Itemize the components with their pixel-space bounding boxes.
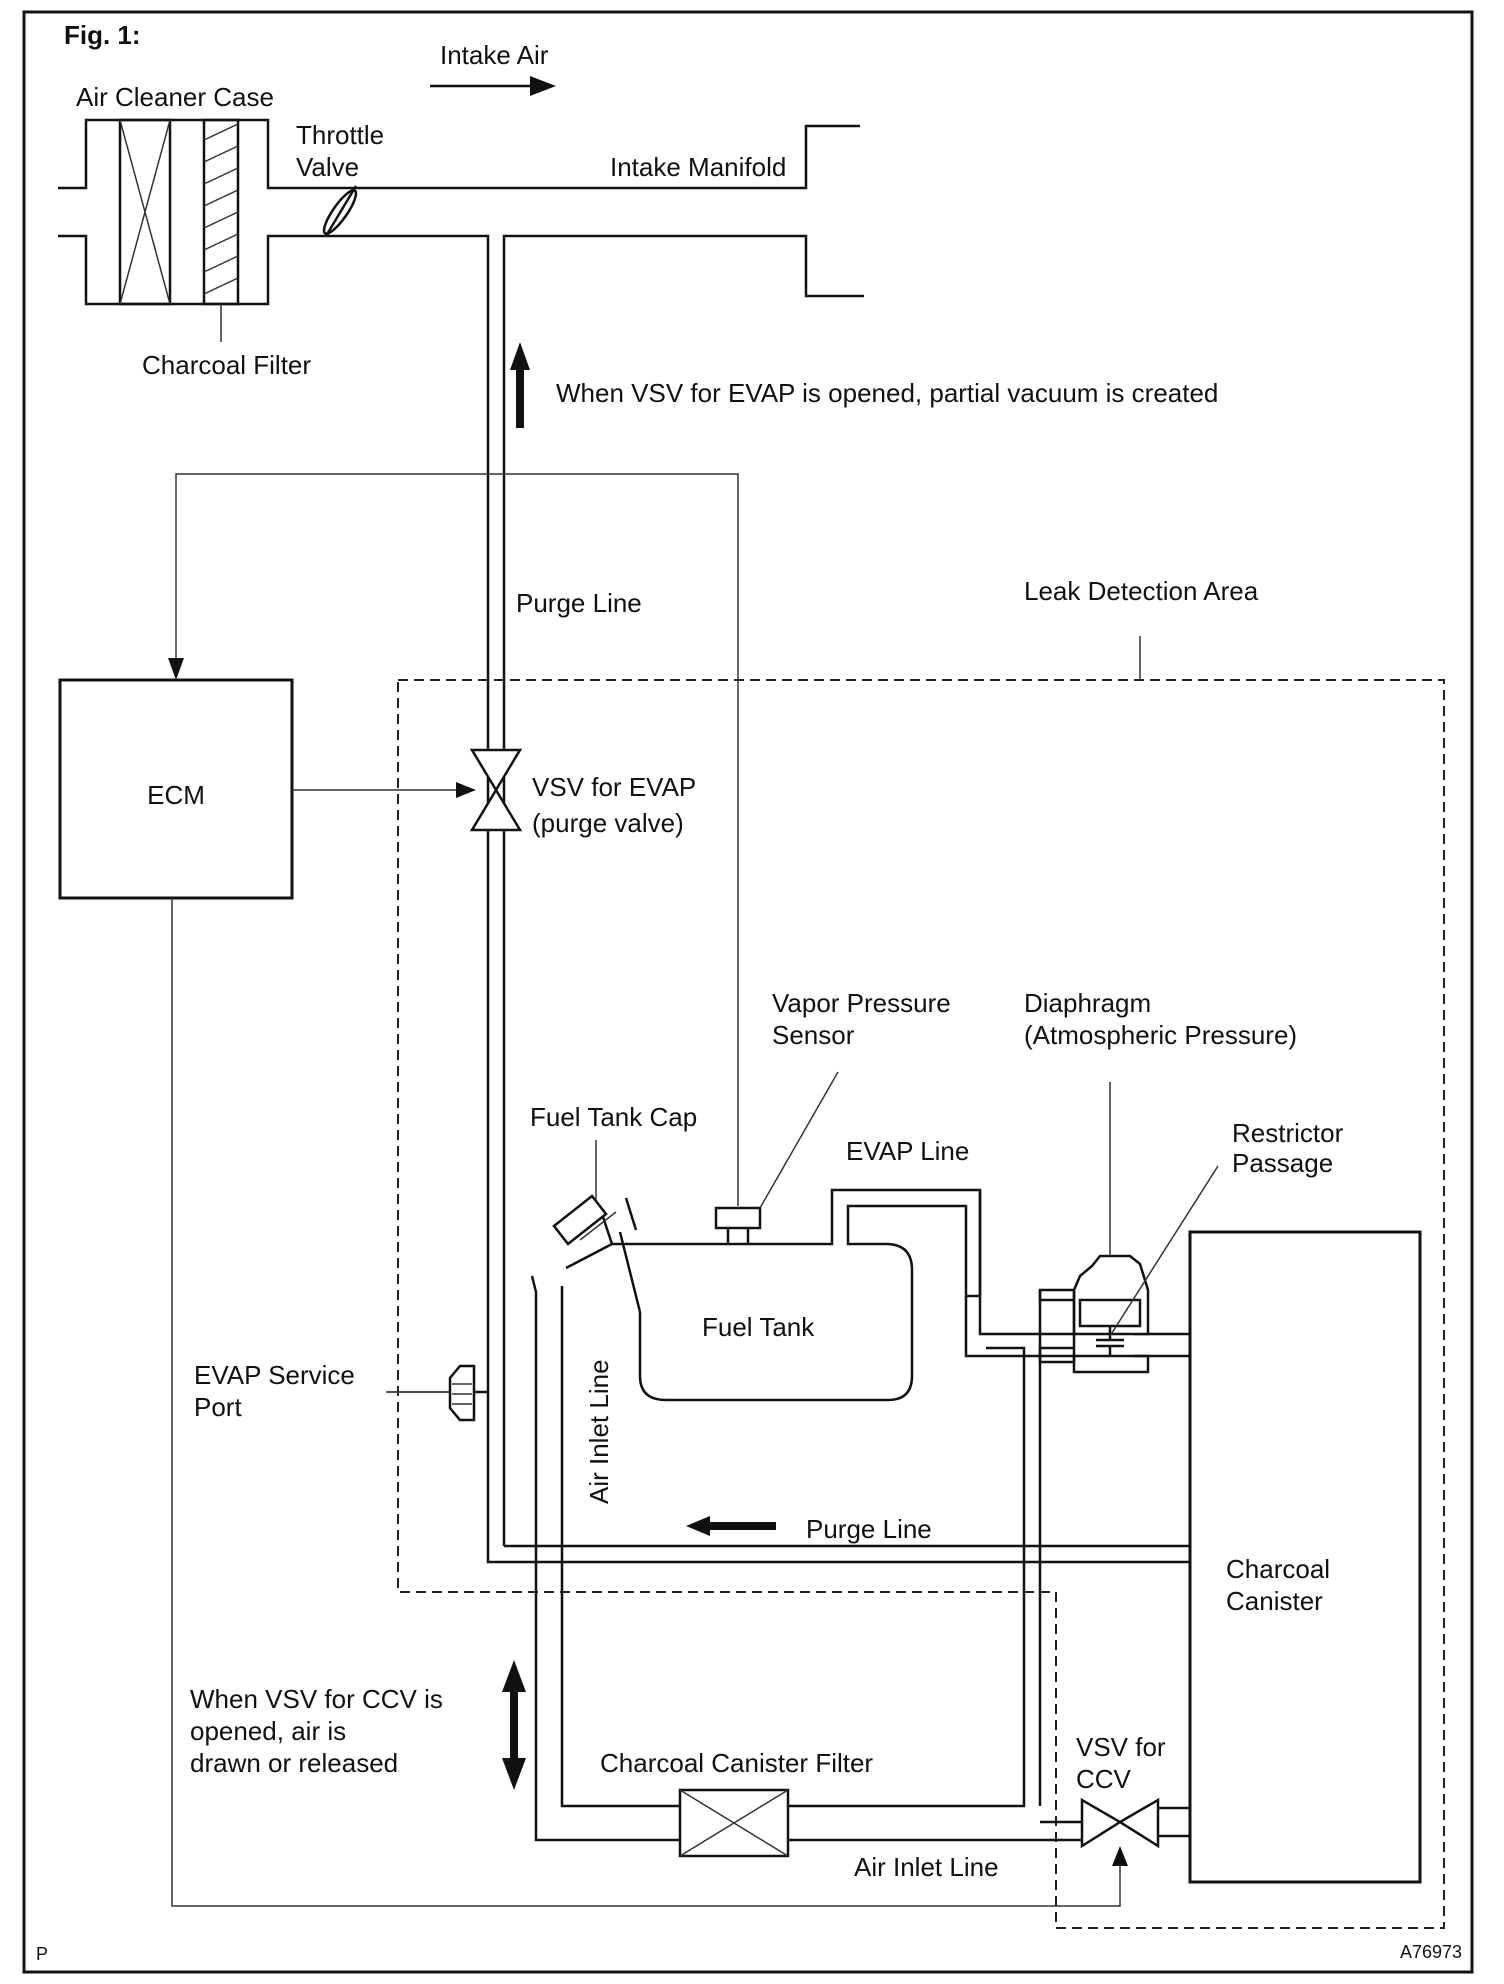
leak-detection-area-label: Leak Detection Area	[1024, 576, 1259, 606]
vsv-ccv-valve	[1080, 1797, 1190, 1849]
diaphragm-label-2: (Atmospheric Pressure)	[1024, 1020, 1297, 1050]
charcoal-canister-filter	[678, 1788, 790, 1858]
vapor-pressure-label-2: Sensor	[772, 1020, 855, 1050]
throttle-valve	[322, 185, 358, 237]
canister-label-2: Canister	[1226, 1586, 1323, 1616]
service-port-label-1: EVAP Service	[194, 1360, 355, 1390]
sensor-signal-wire	[168, 473, 739, 1206]
canister-filter-label: Charcoal Canister Filter	[600, 1748, 873, 1778]
fuel-tank-cap-label: Fuel Tank Cap	[530, 1102, 697, 1132]
fuel-tank-cap	[552, 1140, 638, 1270]
figure-title: Fig. 1:	[64, 20, 141, 50]
figure-code-label: A76973	[1400, 1942, 1462, 1962]
air-cleaner-case	[58, 118, 290, 342]
fuel-tank	[618, 1188, 982, 1402]
evap-line-label: EVAP Line	[846, 1136, 969, 1166]
air-inlet-line-vertical-label: Air Inlet Line	[584, 1359, 614, 1504]
canister-label-1: Charcoal	[1226, 1554, 1330, 1584]
diaphragm-label-1: Diaphragm	[1024, 988, 1151, 1018]
restrictor-label-1: Restrictor	[1232, 1118, 1344, 1148]
air-cleaner-case-label: Air Cleaner Case	[76, 82, 274, 112]
leak-detection-area	[397, 679, 1445, 1929]
throttle-label-1: Throttle	[296, 120, 384, 150]
intake-manifold	[290, 124, 930, 1564]
purge-line-bottom-label: Purge Line	[806, 1514, 932, 1544]
vsv-ccv-label-1: VSV for	[1076, 1732, 1166, 1762]
vacuum-note: When VSV for EVAP is opened, partial vac…	[556, 378, 1218, 408]
service-port-label-2: Port	[194, 1392, 242, 1422]
figure-frame	[22, 10, 1474, 1974]
air-inlet-line-bottom-label: Air Inlet Line	[854, 1852, 999, 1882]
vacuum-arrow	[510, 342, 530, 428]
purge-line-lower	[504, 1544, 1190, 1564]
vsv-ccv-label-2: CCV	[1076, 1764, 1132, 1794]
intake-manifold-label: Intake Manifold	[610, 152, 786, 182]
charcoal-filter-label: Charcoal Filter	[142, 350, 311, 380]
ecm-evap-signal	[292, 782, 476, 798]
throttle-label-2: Valve	[296, 152, 359, 182]
charcoal-canister	[1188, 1230, 1422, 1884]
purge-flow-arrow	[686, 1516, 776, 1536]
vapor-pressure-label-1: Vapor Pressure	[772, 988, 951, 1018]
diaphragm	[1038, 1082, 1219, 1374]
corner-left-label: P	[36, 1944, 48, 1964]
ccv-note-2: opened, air is	[190, 1716, 346, 1746]
purge-line-top-label: Purge Line	[516, 588, 642, 618]
ccv-air-arrow	[502, 1660, 526, 1790]
vsv-evap-valve	[469, 748, 523, 832]
ecm-box	[58, 678, 294, 900]
vapor-pressure-sensor	[714, 1071, 839, 1244]
vsv-evap-label-2: (purge valve)	[532, 808, 684, 838]
ecm-label: ECM	[147, 780, 205, 810]
intake-air-arrow	[430, 76, 556, 96]
evap-service-port	[386, 1364, 488, 1422]
fuel-tank-label: Fuel Tank	[702, 1312, 815, 1342]
intake-air-label: Intake Air	[440, 40, 549, 70]
ecm-ccv-signal	[171, 898, 1128, 1907]
vsv-evap-label-1: VSV for EVAP	[532, 772, 696, 802]
restrictor-label-2: Passage	[1232, 1148, 1333, 1178]
ccv-note-3: drawn or released	[190, 1748, 398, 1778]
ccv-note-1: When VSV for CCV is	[190, 1684, 443, 1714]
